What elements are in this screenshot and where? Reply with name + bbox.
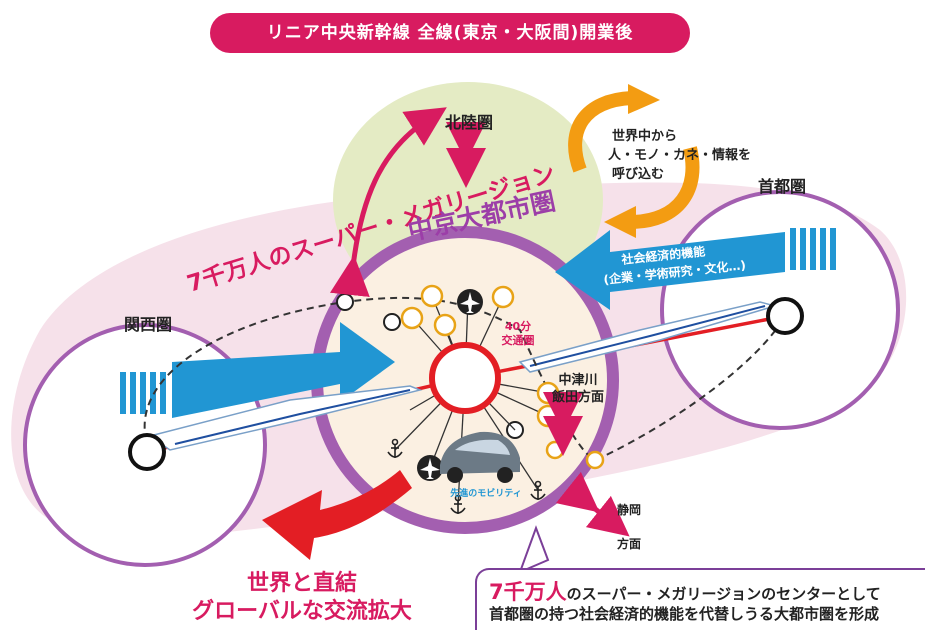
tsugawa-line1: 中津川 bbox=[558, 372, 597, 388]
zone-40min-line1: 40分 bbox=[505, 319, 531, 333]
anchor-icon bbox=[387, 438, 403, 458]
station-node bbox=[545, 440, 565, 460]
shuto-label: 首都圏 bbox=[758, 177, 806, 196]
summary-line1-rest: のスーパー・メガリージョンのセンターとして bbox=[566, 585, 881, 603]
orange-arrowhead bbox=[628, 84, 660, 114]
global-exchange-arrow bbox=[262, 470, 412, 560]
global-exchange-line1: 世界と直結 bbox=[247, 570, 357, 596]
summary-highlight: 7千万人 bbox=[489, 580, 567, 604]
shizuoka-line1: 静岡 bbox=[617, 502, 641, 517]
world-inflow-arrows bbox=[568, 91, 700, 229]
train-left bbox=[148, 385, 423, 451]
airplane-icon bbox=[417, 455, 443, 481]
capital-function-arrow bbox=[555, 230, 785, 310]
anchor-icon bbox=[530, 480, 546, 500]
kansai-stripes bbox=[120, 372, 166, 414]
shizuoka-line2: 方面 bbox=[617, 536, 641, 551]
conventional-line bbox=[143, 296, 786, 461]
shizuoka-arrow bbox=[555, 471, 630, 537]
summary-line1: 7千万人のスーパー・メガリージョンのセンターとして bbox=[489, 576, 881, 606]
zone-40min-line2: 交通圏 bbox=[502, 333, 535, 347]
airplane-icon bbox=[457, 289, 483, 315]
mobility-car-icon bbox=[440, 431, 520, 483]
global-exchange-line2: グローバルな交流拡大 bbox=[192, 598, 412, 624]
summary-line2: 首都圏の持つ社会経済的機能を代替しうる大都市圏を形成 bbox=[489, 605, 880, 623]
kansai-hokuriku-arrow bbox=[329, 107, 447, 298]
orange-arrowhead bbox=[604, 206, 636, 238]
shuto-terminal bbox=[766, 297, 804, 335]
world-flow-line2: 人・モノ・カネ・情報を bbox=[608, 147, 751, 163]
summary-pointer bbox=[518, 525, 550, 574]
summary-box: 7千万人のスーパー・メガリージョンのセンターとして 首都圏の持つ社会経済的機能を… bbox=[475, 568, 925, 630]
kansai-label: 関西圏 bbox=[124, 315, 172, 334]
tsugawa-line2: 飯田方面 bbox=[551, 389, 604, 405]
anchor-icon bbox=[450, 494, 466, 514]
mobility-label: 先進のモビリティ bbox=[450, 487, 521, 499]
title-banner: リニア中央新幹線 全線(東京・大阪間)開業後 bbox=[210, 13, 690, 53]
shuto-stripes bbox=[790, 228, 836, 270]
hokuriku-label: 北陸圏 bbox=[445, 113, 493, 132]
station-node bbox=[585, 450, 605, 470]
station-node bbox=[383, 313, 401, 331]
kansai-terminal bbox=[128, 433, 166, 471]
hub-center bbox=[429, 342, 501, 414]
world-flow-line3: 呼び込む bbox=[612, 166, 664, 182]
station-node bbox=[336, 293, 354, 311]
world-flow-line1: 世界中から bbox=[612, 128, 677, 144]
kansai-to-center-arrow bbox=[172, 322, 395, 418]
